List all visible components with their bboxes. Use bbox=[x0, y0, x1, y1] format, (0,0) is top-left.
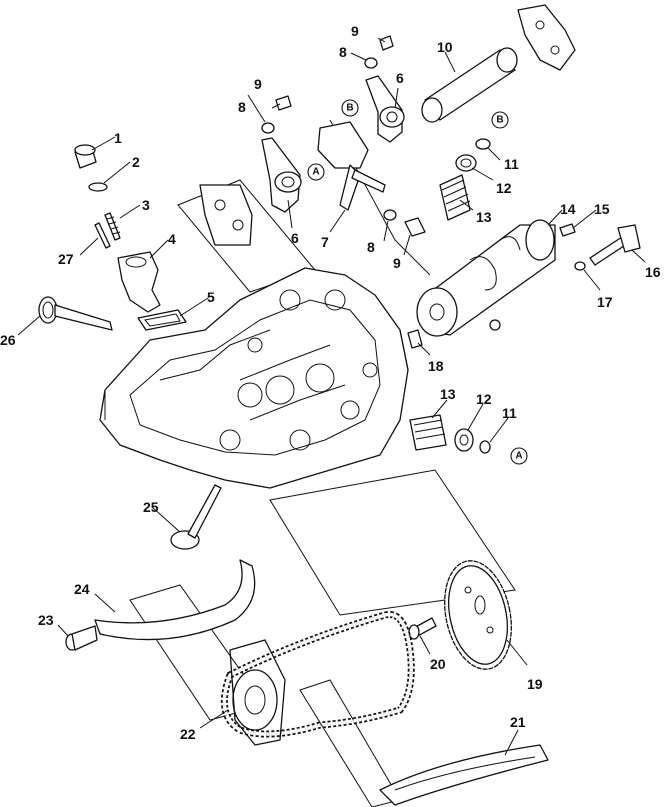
callout-18: 18 bbox=[428, 358, 444, 374]
callout-10: 10 bbox=[437, 39, 453, 55]
callout-5: 5 bbox=[207, 289, 215, 305]
callout-11-upper: 11 bbox=[504, 156, 519, 172]
callout-2: 2 bbox=[132, 154, 140, 170]
valve-spring-set-lower bbox=[409, 414, 491, 454]
callout-9-left: 9 bbox=[254, 76, 262, 92]
reference-a-upper: A bbox=[307, 163, 325, 181]
reference-a-lower: A bbox=[510, 447, 528, 465]
callout-8-left: 8 bbox=[238, 99, 246, 115]
callout-6-right: 6 bbox=[396, 70, 404, 86]
callout-9-top: 9 bbox=[351, 23, 359, 39]
callout-1: 1 bbox=[114, 130, 122, 146]
callout-23: 23 bbox=[38, 612, 54, 628]
camshaft-14 bbox=[416, 219, 556, 337]
callout-16: 16 bbox=[645, 264, 661, 280]
callout-9-center: 9 bbox=[393, 255, 401, 271]
callout-21: 21 bbox=[510, 714, 526, 730]
callout-13-lower: 13 bbox=[440, 386, 456, 402]
callout-8-center: 8 bbox=[367, 239, 375, 255]
svg-text:A: A bbox=[515, 451, 522, 462]
callout-20: 20 bbox=[430, 656, 446, 672]
callout-numbers: 1 2 3 4 5 27 26 25 6 6 7 8 8 8 9 9 9 10 … bbox=[0, 23, 661, 742]
pivot-bolt-23 bbox=[65, 625, 98, 651]
bolt-20 bbox=[408, 617, 437, 640]
svg-text:B: B bbox=[346, 103, 353, 114]
fasteners-8-9 bbox=[261, 35, 426, 237]
callout-27: 27 bbox=[58, 251, 74, 267]
callout-13-upper: 13 bbox=[476, 209, 492, 225]
callout-25: 25 bbox=[143, 499, 159, 515]
callout-26: 26 bbox=[0, 332, 16, 348]
callout-15: 15 bbox=[594, 201, 610, 217]
rocker-7 bbox=[317, 121, 386, 211]
callout-11-lower: 11 bbox=[502, 405, 517, 421]
callout-4: 4 bbox=[168, 231, 176, 247]
reference-b-right: B bbox=[491, 111, 509, 129]
rocker-arm-6-right bbox=[365, 75, 405, 143]
callout-12-upper: 12 bbox=[496, 180, 512, 196]
valve-25 bbox=[170, 484, 222, 550]
bolt-16 bbox=[589, 224, 641, 266]
leader-lines bbox=[17, 37, 646, 756]
callout-8-top: 8 bbox=[339, 44, 347, 60]
callout-12-lower: 12 bbox=[476, 391, 492, 407]
gasket-5 bbox=[137, 309, 187, 331]
callout-22: 22 bbox=[180, 726, 196, 742]
timing-chain-22 bbox=[220, 610, 415, 746]
cam-sprocket-19 bbox=[444, 560, 512, 670]
rocker-bracket-right bbox=[517, 4, 576, 71]
callout-3: 3 bbox=[142, 197, 150, 213]
callout-7: 7 bbox=[321, 234, 329, 250]
callout-6-left: 6 bbox=[291, 230, 299, 246]
svg-text:A: A bbox=[312, 167, 319, 178]
rocker-bracket-left bbox=[199, 184, 253, 246]
cam-pin-15 bbox=[559, 223, 576, 237]
rocker-arm-6-left bbox=[261, 137, 302, 213]
valve-26 bbox=[38, 296, 113, 331]
tensioner-assembly bbox=[74, 144, 161, 313]
cylinder-head bbox=[99, 267, 409, 489]
chain-guide-21 bbox=[379, 744, 549, 806]
valve-spring-set-upper bbox=[439, 138, 491, 221]
rocker-shaft-10 bbox=[421, 47, 518, 123]
reference-markers: A A B B bbox=[307, 99, 528, 465]
nut-17 bbox=[574, 261, 586, 271]
callout-19: 19 bbox=[527, 676, 543, 692]
callout-14: 14 bbox=[560, 201, 576, 217]
svg-text:B: B bbox=[496, 115, 503, 126]
callout-24: 24 bbox=[74, 581, 90, 597]
tensioner-blade-24 bbox=[94, 559, 256, 641]
reference-b-upper: B bbox=[341, 99, 359, 117]
callout-17: 17 bbox=[597, 294, 613, 310]
